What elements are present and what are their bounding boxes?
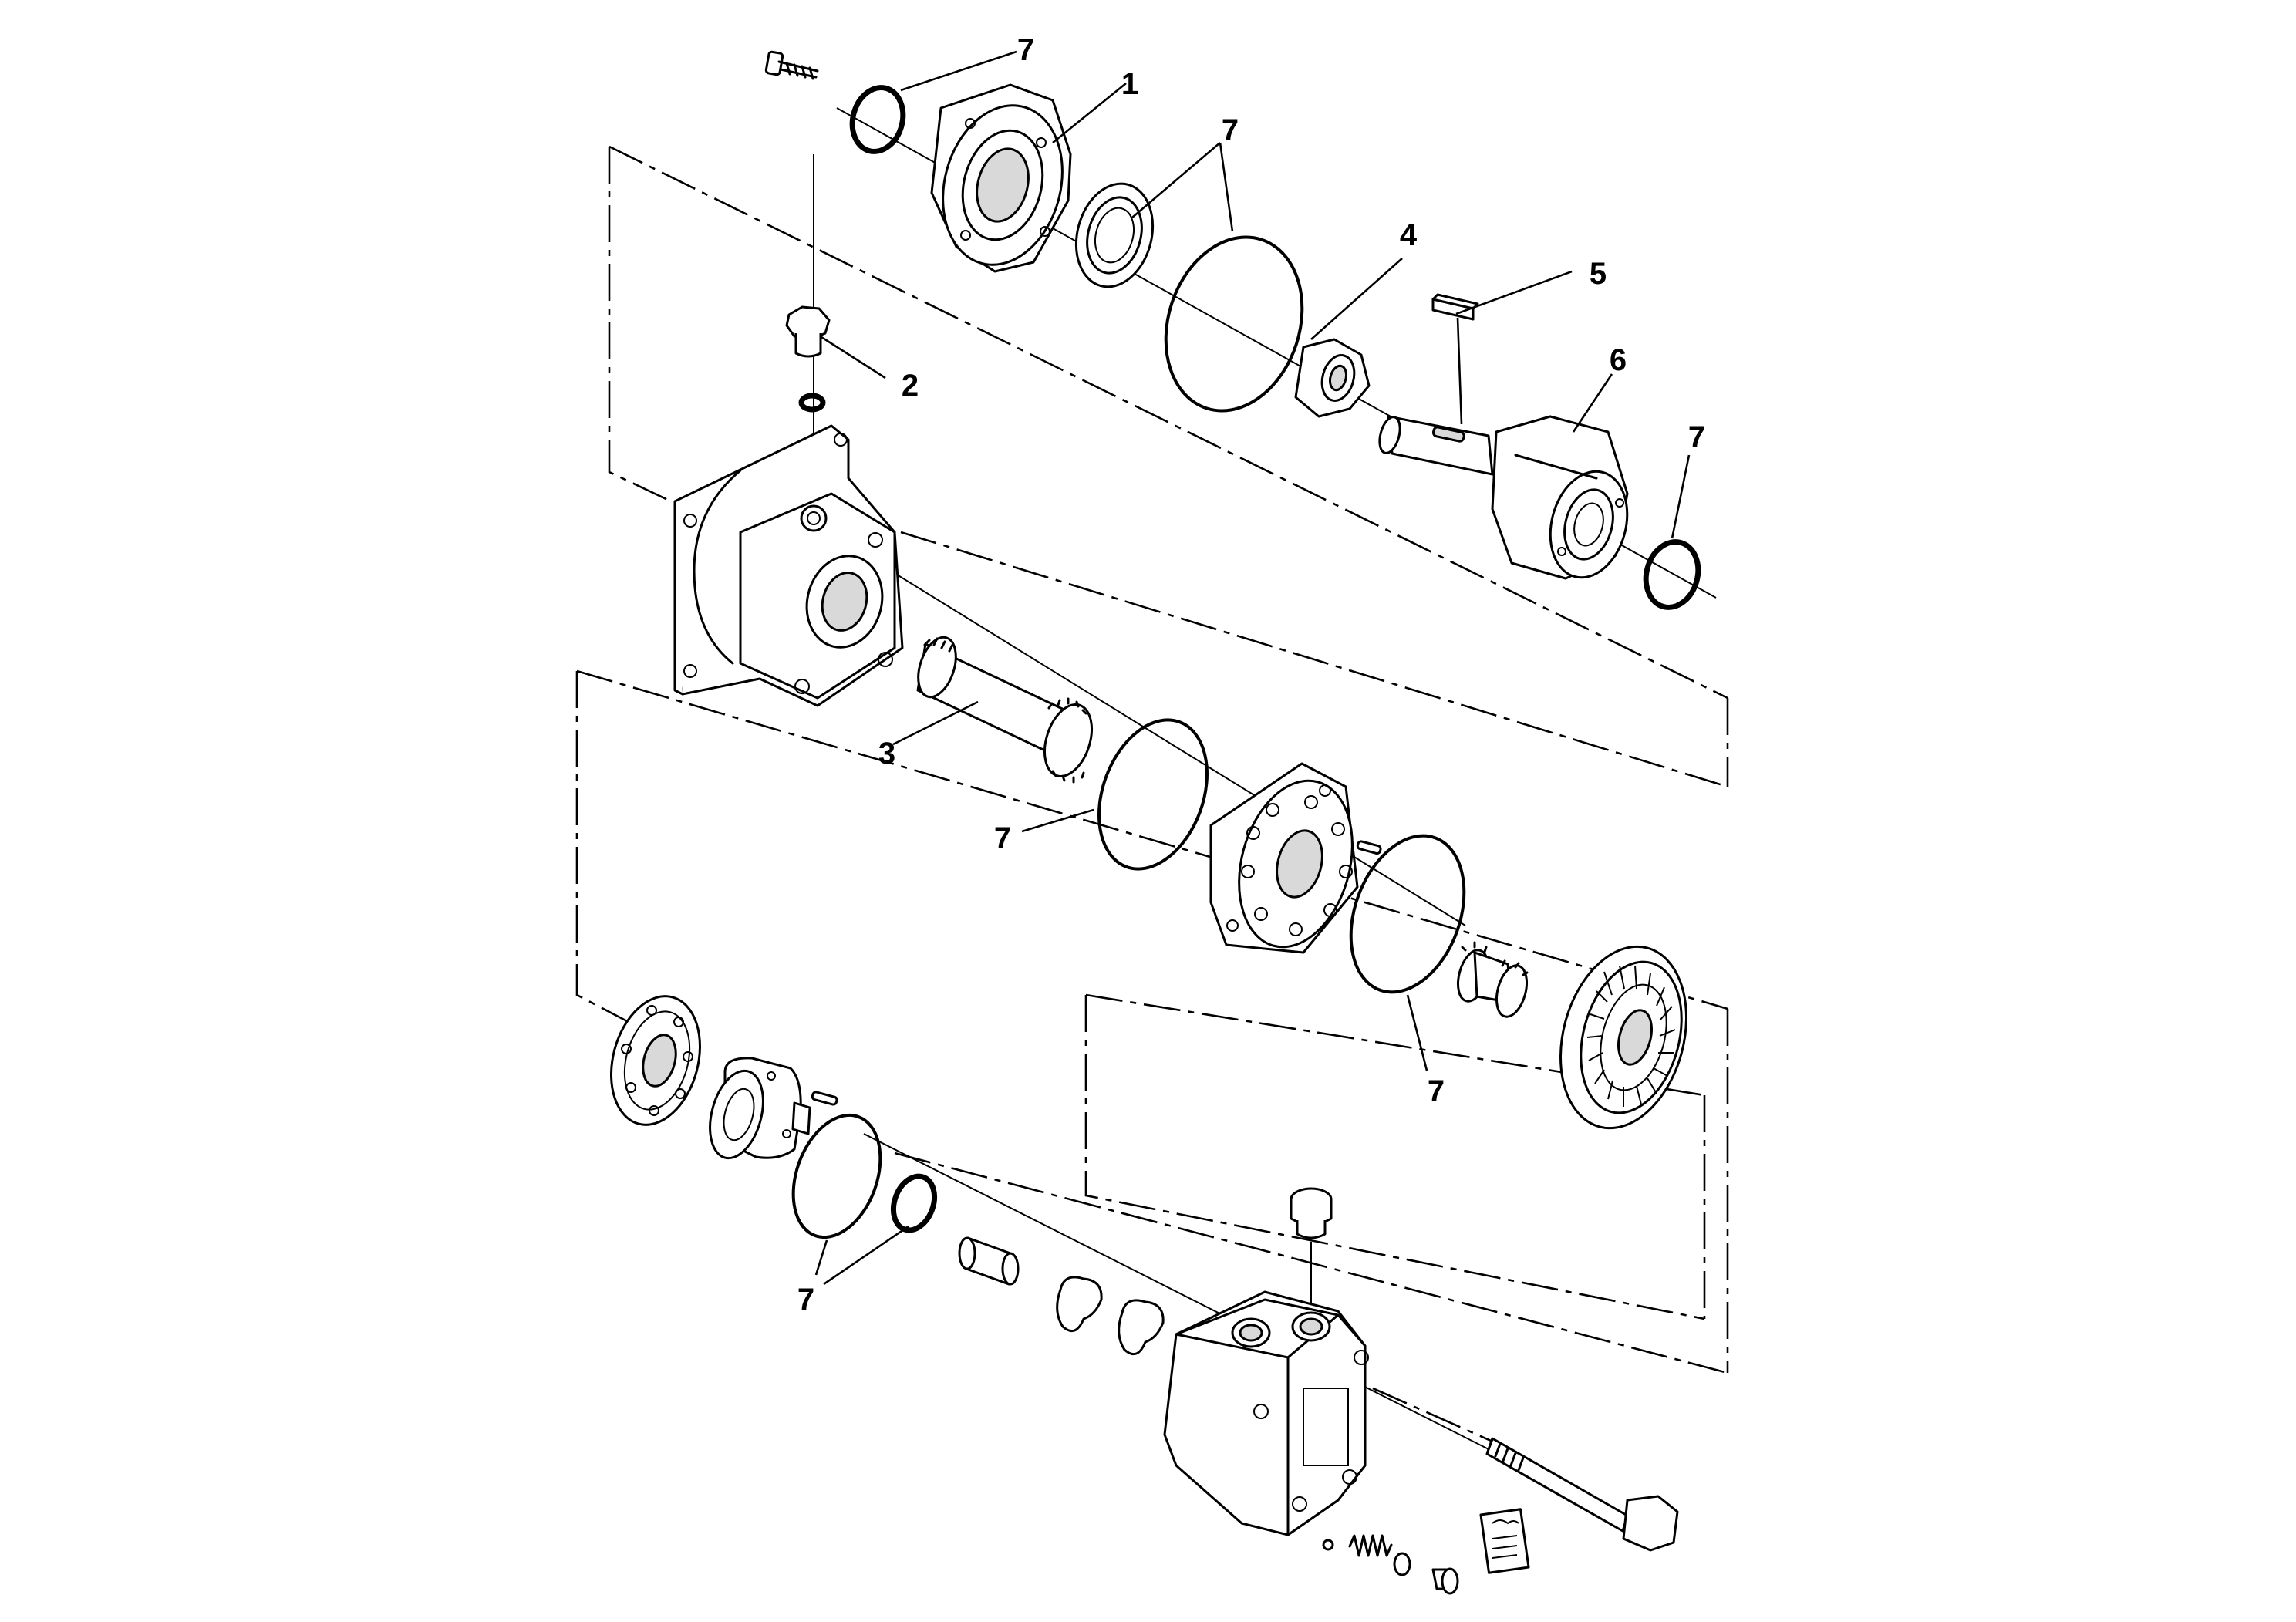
shaft-seal: [1074, 182, 1155, 288]
check-spring: [1348, 1534, 1393, 1557]
output-shaft: [1378, 415, 1629, 580]
callout-7-lower-left: 7: [797, 1283, 814, 1317]
cap-screw: [764, 50, 819, 80]
port-gasket-2: [1118, 1299, 1165, 1356]
port-gasket-1: [1056, 1276, 1103, 1333]
port-plug: [1290, 1187, 1333, 1239]
o-ring-lower-small: [890, 1173, 938, 1233]
splined-drive-shaft: [916, 636, 1093, 784]
o-ring-middle-right: [1349, 834, 1466, 994]
callout-1: 1: [1121, 67, 1138, 101]
check-plug: [1431, 1567, 1459, 1595]
callout-3: 3: [878, 737, 895, 771]
valve-plate-bores: [1241, 795, 1353, 936]
o-ring-cover-seal: [849, 85, 906, 154]
callout-7-lower-right: 7: [1428, 1074, 1445, 1108]
assembly-envelope-middle: [575, 669, 1729, 1374]
balance-plate: [609, 995, 702, 1126]
assembly-envelope-upper: [608, 145, 1729, 788]
cardan-shaft: [1457, 941, 1529, 1018]
callout-7-top-left: 7: [1017, 33, 1034, 67]
spring-washer: [1393, 1552, 1411, 1576]
port-housing: [1163, 1290, 1369, 1536]
end-cover: [930, 83, 1072, 273]
callout-labels: 1 2 3 4 5 6 7 7 7 7 7 7: [797, 33, 1705, 1317]
nut: [1294, 338, 1371, 418]
check-ball: [1322, 1539, 1334, 1551]
callout-7-right: 7: [1688, 420, 1705, 454]
bearing-housing: [673, 424, 904, 707]
shaft-key: [1431, 293, 1479, 321]
callout-leaders: [814, 50, 1691, 1286]
tie-bolt: [1485, 1437, 1679, 1552]
callout-7-middle: 7: [994, 821, 1011, 855]
hex-plug: [785, 305, 831, 358]
callout-4: 4: [1400, 218, 1418, 252]
callout-2: 2: [902, 369, 919, 403]
callout-7-top-center: 7: [1222, 113, 1239, 147]
o-ring-large-top: [1164, 235, 1304, 413]
gerotor-slots: [1586, 965, 1676, 1107]
rotary-valve: [709, 1057, 838, 1160]
gerotor: [1559, 945, 1687, 1130]
callout-6: 6: [1610, 343, 1627, 377]
o-ring-lower-large: [791, 1113, 882, 1239]
callout-5: 5: [1590, 257, 1607, 291]
o-ring-middle-left: [1097, 718, 1209, 871]
valve-plate: [1209, 762, 1382, 954]
o-ring-small-right: [1643, 539, 1701, 610]
nameplate: [1479, 1508, 1530, 1574]
sealing-washer: [798, 393, 826, 413]
check-sleeve: [958, 1236, 1020, 1286]
